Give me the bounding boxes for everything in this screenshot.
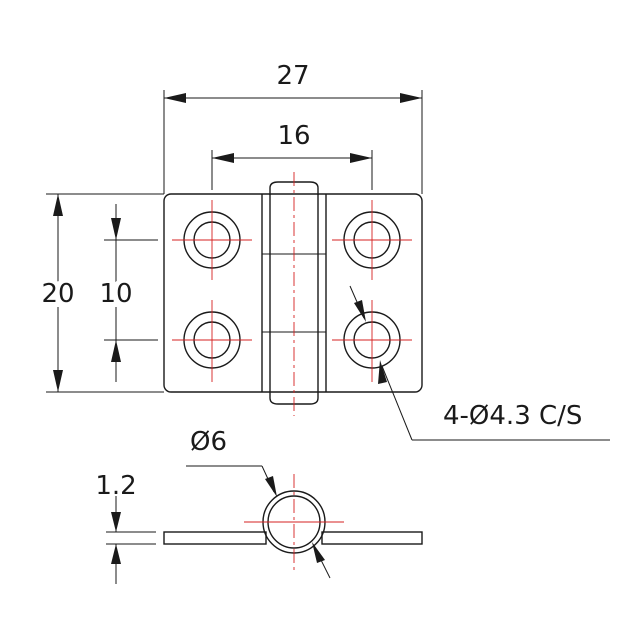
dim-hole-spacing-x: 16 bbox=[211, 121, 373, 190]
leader-holes: 4-Ø4.3 C/S bbox=[349, 285, 610, 441]
hole-top-right bbox=[332, 200, 412, 280]
dim-hole-spacing-x-label: 16 bbox=[277, 121, 310, 151]
dim-knuckle-diameter: Ø6 bbox=[186, 427, 331, 579]
leaf-left bbox=[163, 531, 267, 545]
hole-bottom-right bbox=[332, 300, 412, 382]
dim-thickness: 1.2 bbox=[95, 471, 156, 584]
hinge-plate-outline bbox=[163, 193, 423, 393]
dim-overall-height: 20 bbox=[36, 193, 164, 393]
dim-thickness-label: 1.2 bbox=[95, 471, 136, 501]
hole-top-left bbox=[172, 200, 252, 280]
dim-knuckle-diameter-label: Ø6 bbox=[190, 427, 227, 457]
hole-bottom-left bbox=[172, 300, 252, 382]
hinge-top-view bbox=[163, 172, 423, 416]
leader-holes-label: 4-Ø4.3 C/S bbox=[443, 401, 582, 431]
leaf-right bbox=[321, 531, 423, 545]
dim-overall-height-label: 20 bbox=[41, 279, 74, 309]
dim-overall-width-label: 27 bbox=[276, 61, 309, 91]
dim-hole-spacing-y-label: 10 bbox=[99, 279, 132, 309]
dim-hole-spacing-y: 10 bbox=[94, 204, 158, 382]
dim-overall-width: 27 bbox=[163, 61, 423, 194]
hinge-side-view bbox=[163, 474, 423, 570]
